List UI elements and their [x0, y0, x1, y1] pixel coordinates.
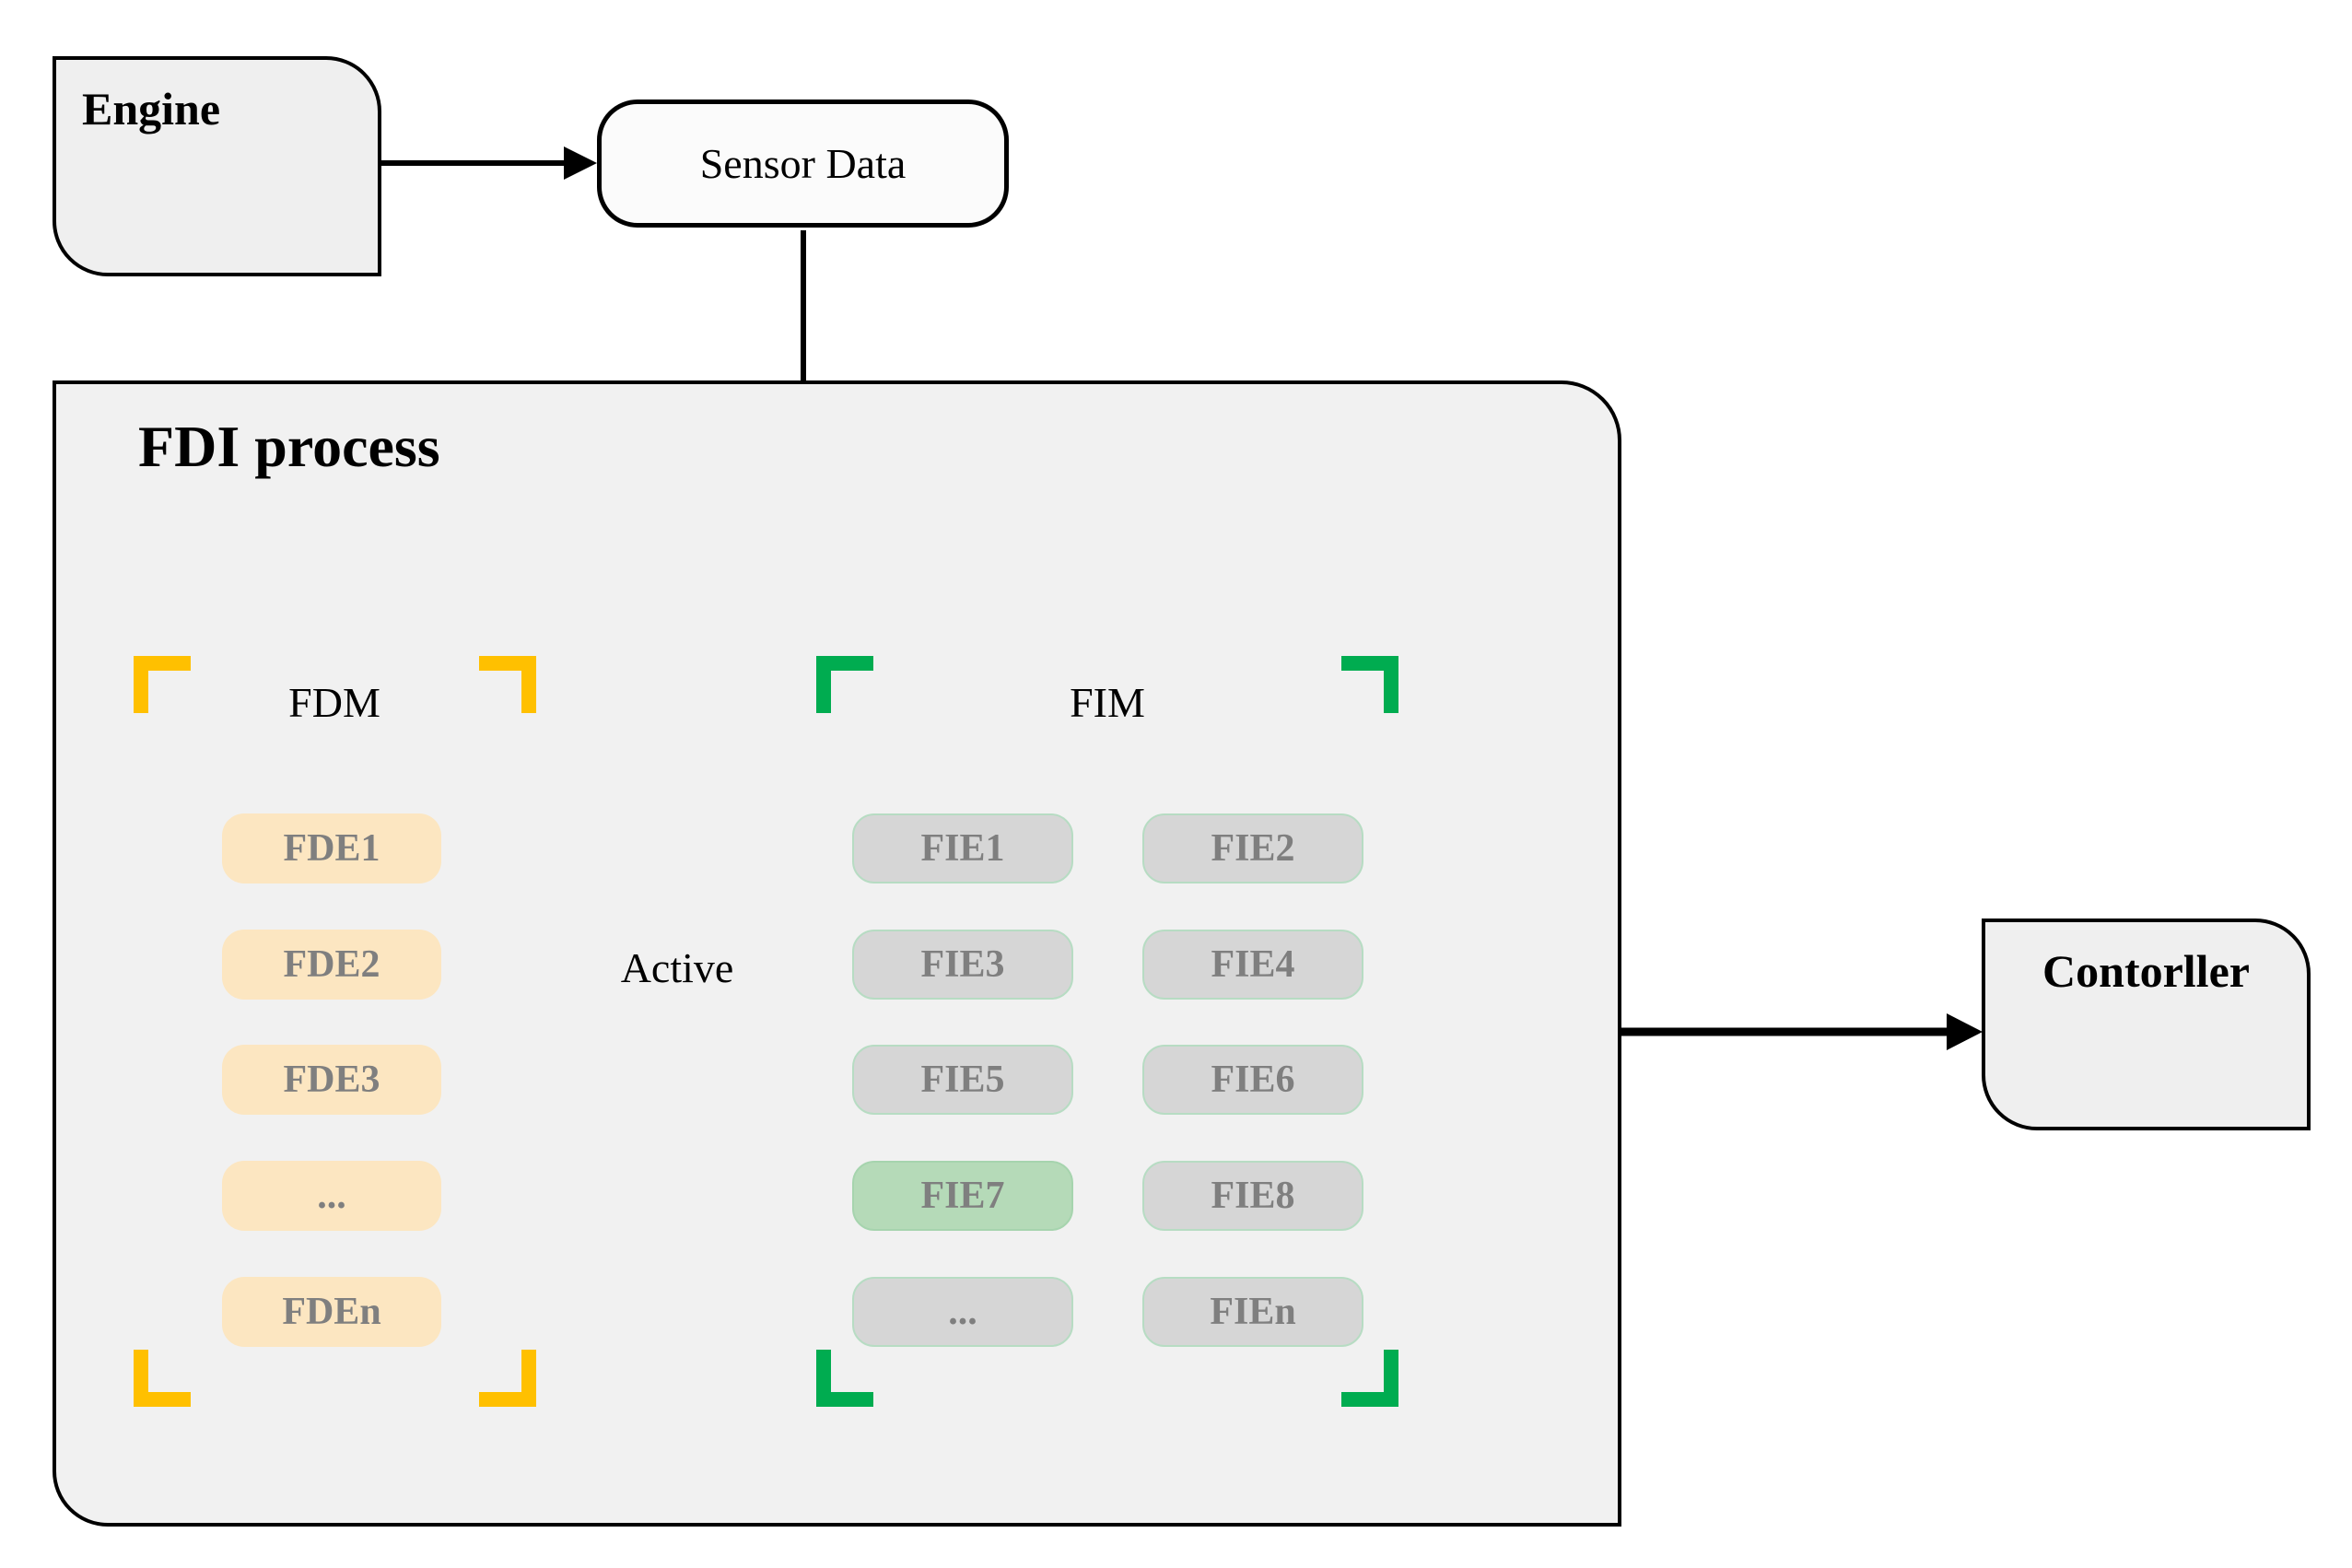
fim-bracket-bottom-right	[1341, 1350, 1398, 1407]
active-label: Active	[620, 944, 734, 991]
fim-item: FIEn	[1142, 1277, 1363, 1347]
fim-bracket-bottom-left	[816, 1350, 873, 1407]
controller-label: Contorller	[2042, 945, 2250, 997]
fdm-item: FDE2	[222, 930, 441, 1000]
fim-item: FIE4	[1142, 930, 1363, 1000]
fim-item: FIE2	[1142, 813, 1363, 883]
fim-item-active: FIE7	[852, 1161, 1073, 1231]
fim-item: FIE5	[852, 1045, 1073, 1115]
fdi-process-title: FDI process	[138, 414, 440, 479]
sensor-data-label: Sensor Data	[699, 140, 907, 187]
fim-item: FIE8	[1142, 1161, 1363, 1231]
fdm-bracket-top-right	[479, 656, 536, 713]
fdm-bracket-bottom-left	[134, 1350, 191, 1407]
fdm-item: FDE1	[222, 813, 441, 883]
fdm-item: FDEn	[222, 1277, 441, 1347]
fim-bracket-top-right	[1341, 656, 1398, 713]
controller-node: Contorller	[1982, 919, 2311, 1130]
fim-label: FIM	[1070, 679, 1145, 726]
engine-label: Engine	[82, 83, 221, 135]
fim-item: ...	[852, 1277, 1073, 1347]
fdm-item: ...	[222, 1161, 441, 1231]
fdm-bracket-bottom-right	[479, 1350, 536, 1407]
fdm-label: FDM	[288, 679, 380, 726]
fim-item: FIE3	[852, 930, 1073, 1000]
fdm-bracket-top-left	[134, 656, 191, 713]
arrow-engine-to-sensor	[381, 146, 597, 180]
fim-item: FIE6	[1142, 1045, 1363, 1115]
fim-item: FIE1	[852, 813, 1073, 883]
engine-node: Engine	[53, 56, 381, 276]
sensor-data-node: Sensor Data	[597, 99, 1009, 228]
fdm-item: FDE3	[222, 1045, 441, 1115]
fim-bracket-top-left	[816, 656, 873, 713]
